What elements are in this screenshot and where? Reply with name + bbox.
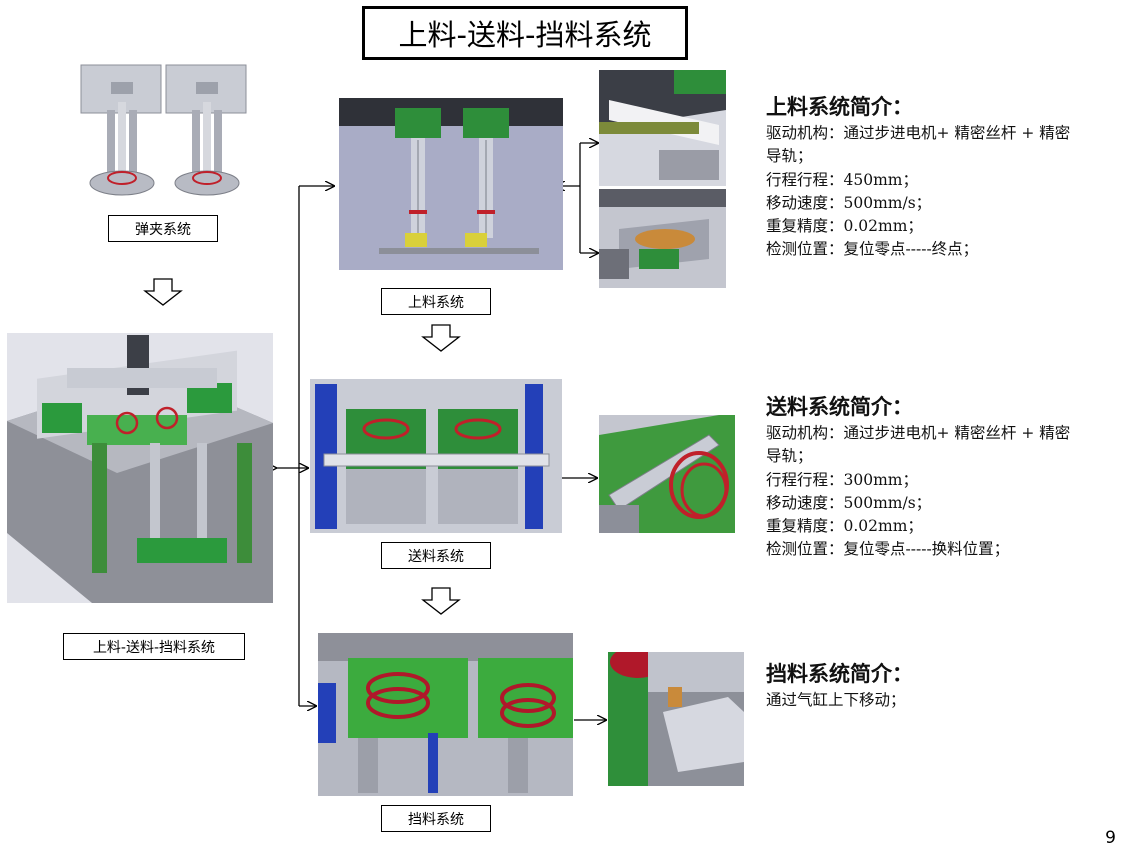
loading-system-label: 上料系统 bbox=[381, 288, 491, 315]
stop-intro-line: 通过气缸上下移动； bbox=[766, 691, 906, 709]
loading-intro-heading: 上料系统简介： bbox=[766, 95, 913, 119]
loading-system-image bbox=[339, 98, 563, 270]
loading-intro-line: 行程行程：450mm； bbox=[766, 170, 918, 189]
loading-intro-line: 导轨； bbox=[766, 147, 813, 166]
overall-system-label: 上料-送料-挡料系统 bbox=[63, 633, 245, 660]
feeding-system-label: 送料系统 bbox=[381, 542, 491, 569]
stop-intro: 挡料系统简介： 通过气缸上下移动； bbox=[766, 659, 913, 712]
stop-intro-heading: 挡料系统简介： bbox=[766, 662, 913, 686]
stop-system-label: 挡料系统 bbox=[381, 805, 491, 832]
stop-detail-image bbox=[608, 652, 744, 786]
overall-system-image bbox=[7, 333, 273, 603]
feeding-intro-line: 重复精度：0.02mm； bbox=[766, 517, 923, 536]
loading-detail-image-1 bbox=[599, 70, 726, 186]
slide-title: 上料-送料-挡料系统 bbox=[362, 6, 688, 60]
feeding-intro-line: 驱动机构：通过步进电机+ 精密丝杆 + 精密 bbox=[766, 424, 1071, 442]
feeding-intro-line: 检测位置：复位零点-----换料位置； bbox=[766, 540, 1010, 559]
clip-system-label: 弹夹系统 bbox=[108, 215, 218, 242]
loading-detail-image-2 bbox=[599, 189, 726, 288]
feeding-intro-line: 移动速度：500mm/s； bbox=[766, 493, 932, 512]
clip-system-image bbox=[73, 62, 253, 205]
feeding-intro: 送料系统简介： 驱动机构：通过步进电机+ 精密丝杆 + 精密 导轨； 行程行程：… bbox=[766, 392, 1070, 562]
loading-intro-line: 重复精度：0.02mm； bbox=[766, 217, 923, 236]
loading-intro: 上料系统简介： 驱动机构：通过步进电机+ 精密丝杆 + 精密 导轨； 行程行程：… bbox=[766, 92, 1070, 262]
loading-intro-line: 驱动机构：通过步进电机+ 精密丝杆 + 精密 bbox=[766, 124, 1071, 142]
feeding-intro-heading: 送料系统简介： bbox=[766, 395, 913, 419]
feeding-intro-line: 行程行程：300mm； bbox=[766, 470, 918, 489]
feeding-intro-line: 导轨； bbox=[766, 447, 813, 466]
loading-intro-line: 移动速度：500mm/s； bbox=[766, 193, 932, 212]
feeding-system-image bbox=[310, 379, 562, 533]
stop-system-image bbox=[318, 633, 573, 796]
loading-intro-line: 检测位置：复位零点-----终点； bbox=[766, 240, 979, 259]
page-number: 9 bbox=[1105, 828, 1116, 848]
feeding-detail-image bbox=[599, 415, 735, 533]
